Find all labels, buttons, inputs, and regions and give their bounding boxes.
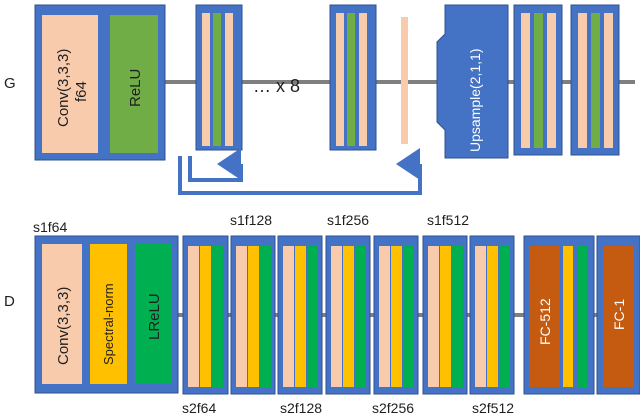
stage-label-s2f64: s2f64 <box>182 400 216 416</box>
generator-conv-layer <box>42 15 98 153</box>
fc1-block: FC-1 <box>596 235 640 395</box>
generator-output-block-2 <box>570 4 620 156</box>
discriminator-block-s2f256 <box>373 235 419 395</box>
stage-label-s1f256: s1f256 <box>327 212 369 228</box>
spectral-norm-layer <box>90 244 127 384</box>
fc1-layer <box>603 246 634 387</box>
discriminator-block-s2f64 <box>182 235 229 395</box>
discriminator-block-s1f128 <box>230 235 276 395</box>
generator-backbone-line <box>150 80 635 84</box>
stage-label-s2f512: s2f512 <box>472 400 514 416</box>
fc512-layer <box>529 246 560 387</box>
discriminator-block-s2f128 <box>277 235 323 395</box>
stage-label-s2f128: s2f128 <box>280 400 322 416</box>
stage-label-s1f64: s1f64 <box>33 219 67 235</box>
fc512-label: FC-512 <box>537 298 553 345</box>
discriminator-initial-block: Conv(3,3,3) Spectral-norm LReLU <box>34 235 179 394</box>
inner-skip-arrow <box>188 148 243 182</box>
generator-thin-conv-layer <box>401 17 408 144</box>
discriminator-block-s2f512 <box>469 235 515 395</box>
generator-row-label: G <box>4 75 16 92</box>
lrelu-label: LReLU <box>146 293 163 340</box>
discriminator-block-s1f256 <box>325 235 371 395</box>
discriminator-conv-layer <box>42 244 82 384</box>
stage-label-s1f512: s1f512 <box>427 212 469 228</box>
spectral-norm-label: Spectral-norm <box>101 283 116 365</box>
skip-connection-arrows <box>178 148 422 195</box>
outer-skip-arrow <box>178 148 422 195</box>
generator-upsample-block: Upsample(2,1,1) <box>436 4 509 159</box>
generator-residual-block-2 <box>329 4 377 151</box>
stage-label-s1f128: s1f128 <box>230 212 272 228</box>
generator-residual-block-1 <box>195 4 243 151</box>
discriminator-block-s1f512 <box>422 235 468 395</box>
repeat-count-label: … x 8 <box>253 76 300 96</box>
lrelu-layer <box>135 244 172 384</box>
upsample-label: Upsample(2,1,1) <box>467 49 483 153</box>
generator-initial-block: Conv(3,3,3) f64 ReLU <box>34 4 166 161</box>
stage-label-s2f256: s2f256 <box>372 400 414 416</box>
discriminator-row-label: D <box>4 293 15 310</box>
generator-filters-label: f64 <box>73 81 90 102</box>
generator-output-block-1 <box>513 4 563 156</box>
fc1-label: FC-1 <box>611 299 627 330</box>
generator-relu-label: ReLU <box>127 69 144 107</box>
fc512-block: FC-512 <box>523 235 595 395</box>
generator-conv-label: Conv(3,3,3) <box>55 49 72 127</box>
discriminator-conv-label: Conv(3,3,3) <box>55 287 72 365</box>
generator-relu-layer <box>110 15 158 153</box>
